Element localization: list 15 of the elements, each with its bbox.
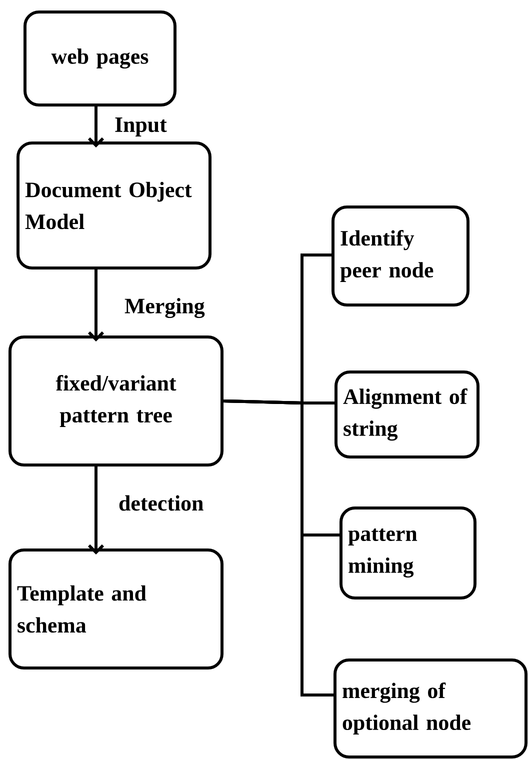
- connector-line: [223, 400, 334, 696]
- process-box: Document Object Model: [16, 142, 212, 270]
- arrow: [88, 270, 104, 342]
- edge-label: Input: [115, 118, 167, 137]
- process-box: Alignment of string: [334, 370, 480, 458]
- edge-label: detection: [119, 495, 204, 511]
- process-box: Identify peer node: [332, 206, 470, 306]
- process-box: Template and schema: [8, 548, 224, 670]
- edge-label: Merging: [124, 298, 205, 318]
- process-box: pattern mining: [340, 506, 476, 600]
- arrow: [88, 466, 104, 554]
- process-box: web pages: [24, 10, 176, 106]
- process-box: merging of optional node: [334, 658, 528, 758]
- process-box: fixed/variant pattern tree: [8, 336, 224, 466]
- arrow: [88, 106, 104, 148]
